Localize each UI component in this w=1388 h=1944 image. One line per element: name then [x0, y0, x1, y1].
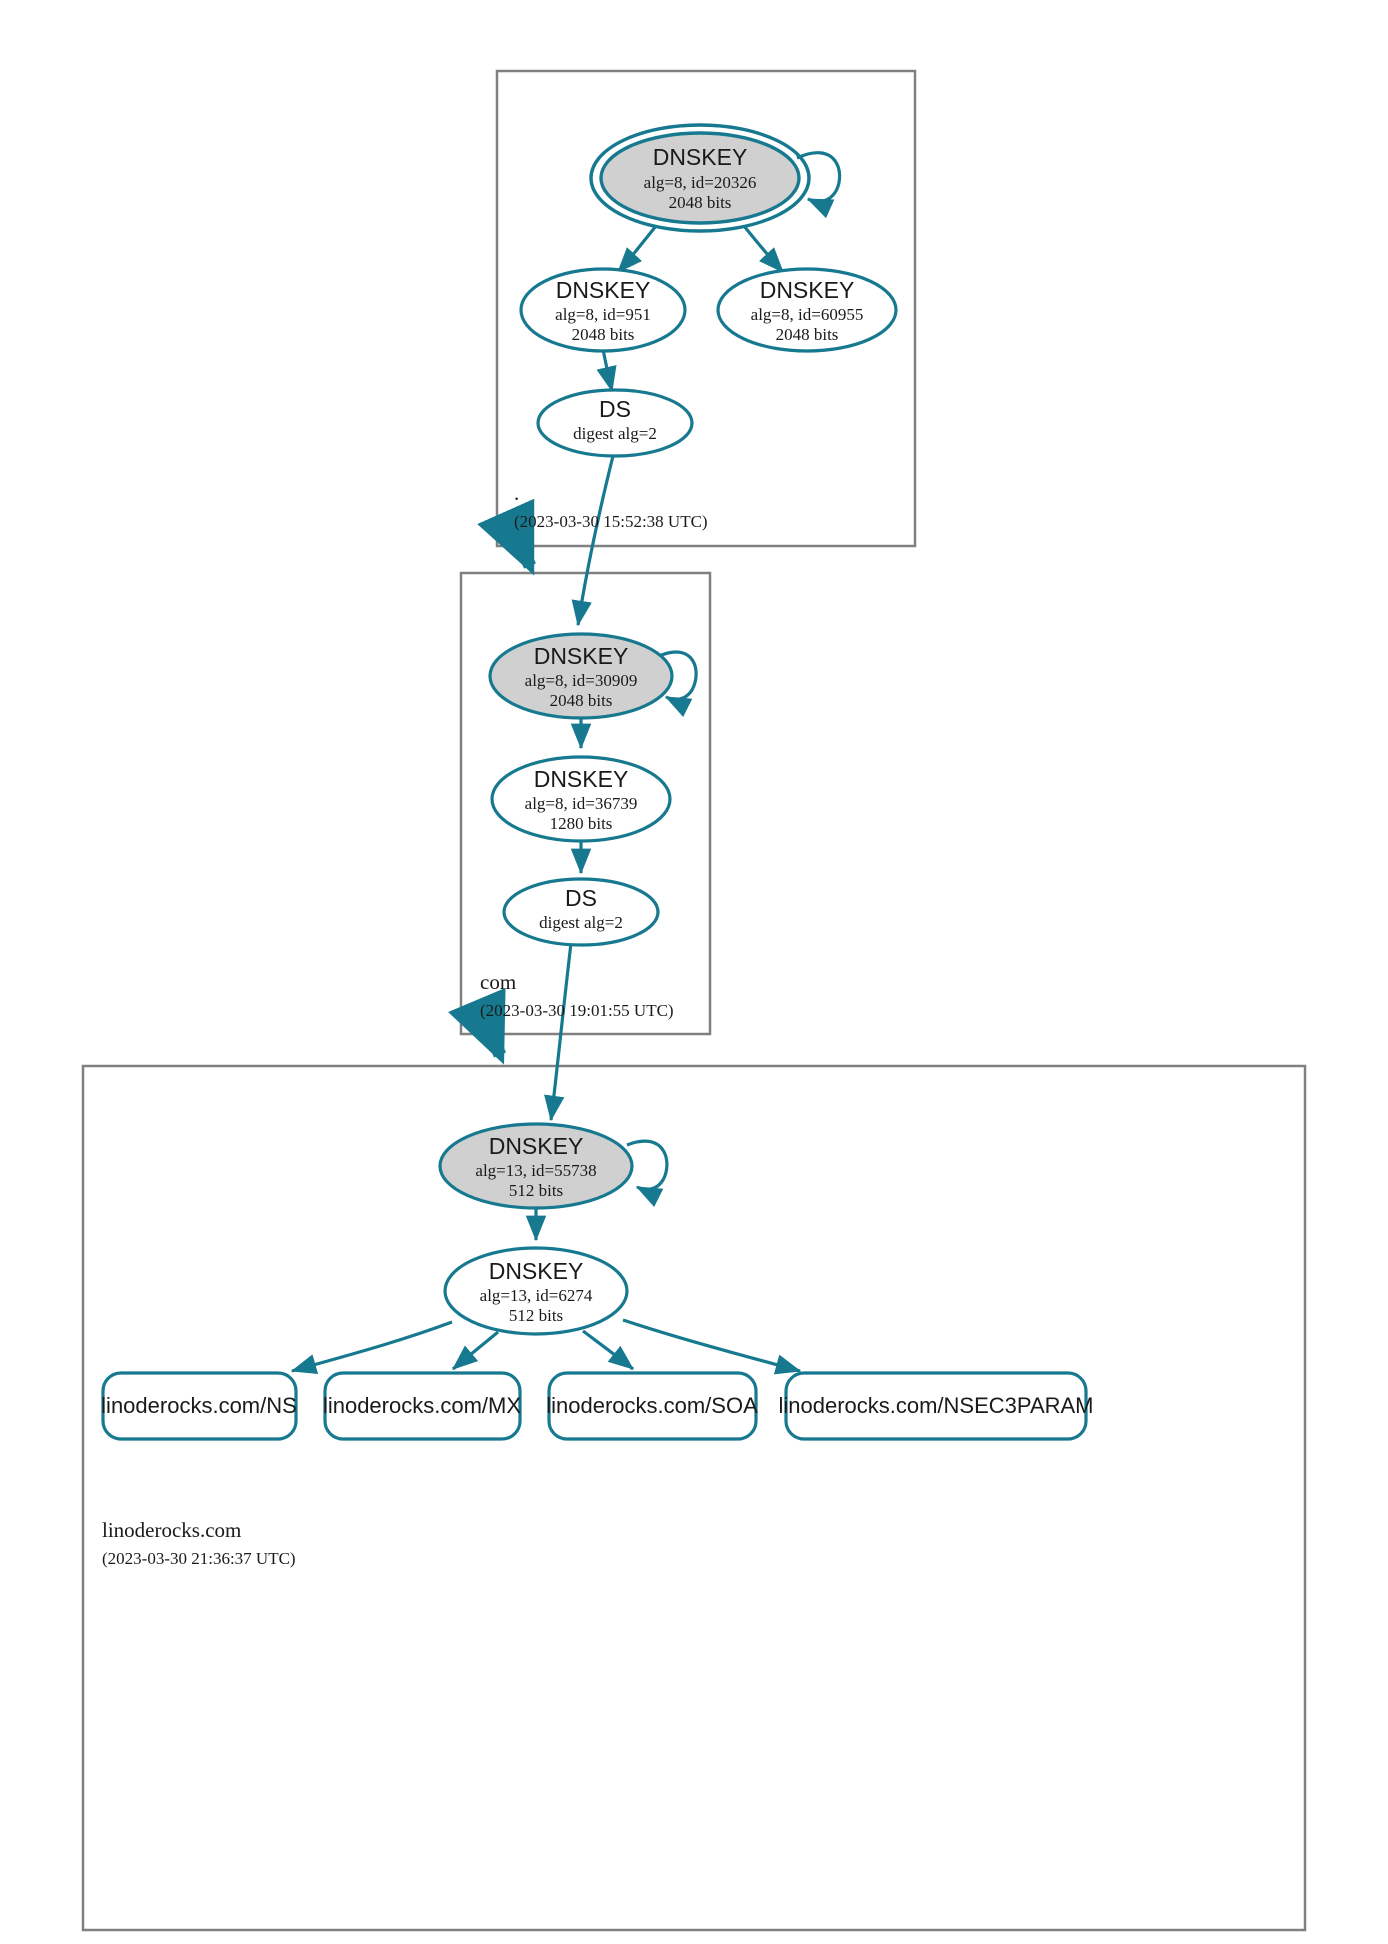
zone-label-com: com — [480, 970, 516, 994]
rrset-shape — [784, 1371, 1088, 1441]
rrset-ns[interactable]: linoderocks.com/NS — [101, 1371, 298, 1441]
node-shape — [502, 877, 660, 947]
rrset-nsec3param[interactable]: linoderocks.com/NSEC3PARAM — [778, 1371, 1094, 1441]
delegation-arrow-com-to-linoderocks — [448, 987, 506, 1065]
node-shape — [519, 267, 687, 353]
rrset-label: linoderocks.com/NSEC3PARAM — [778, 1393, 1093, 1418]
rrset-shape — [547, 1371, 758, 1441]
zone-timestamp-root: (2023-03-30 15:52:38 UTC) — [514, 512, 708, 531]
node-title: DNSKEY — [534, 766, 629, 792]
node-title: DNSKEY — [760, 277, 855, 303]
node-title: DNSKEY — [556, 277, 651, 303]
node-title: DNSKEY — [653, 144, 748, 170]
node-params: alg=8, id=951 — [555, 305, 651, 324]
node-params: digest alg=2 — [539, 913, 623, 932]
self-loop-com-ksk — [658, 650, 698, 718]
node-params: alg=8, id=60955 — [751, 305, 864, 324]
node-com-zsk[interactable]: DNSKEY alg=8, id=36739 1280 bits — [490, 755, 672, 843]
node-title: DS — [565, 885, 597, 911]
node-params: alg=8, id=20326 — [644, 173, 757, 192]
edge-com-ds-to-linoderocks-ksk — [544, 942, 573, 1122]
edge-root-951-to-ds — [596, 348, 617, 393]
edge-lr-zsk-to-mx — [451, 1330, 500, 1371]
edge-lr-zsk-to-soa — [582, 1329, 634, 1371]
zone-label-linoderocks: linoderocks.com — [102, 1518, 241, 1542]
rrset-label: linoderocks.com/NS — [101, 1393, 297, 1418]
rrset-soa[interactable]: linoderocks.com/SOA — [546, 1371, 758, 1441]
node-title: DNSKEY — [489, 1133, 584, 1159]
edge-root-ksk-to-60955 — [742, 224, 785, 274]
self-loop-root-ksk — [796, 151, 842, 219]
self-loop-linoderocks-ksk — [626, 1139, 669, 1208]
rrset-label: linoderocks.com/SOA — [546, 1393, 758, 1418]
node-size: 512 bits — [509, 1306, 563, 1325]
edge-lr-zsk-to-ns — [290, 1320, 453, 1375]
node-size: 2048 bits — [669, 193, 732, 212]
node-size: 512 bits — [509, 1181, 563, 1200]
node-com-ds[interactable]: DS digest alg=2 — [502, 877, 660, 947]
node-root-ksk[interactable]: DNSKEY alg=8, id=20326 2048 bits — [599, 131, 801, 225]
node-com-ksk[interactable]: DNSKEY alg=8, id=30909 2048 bits — [488, 632, 674, 720]
trust-anchor-ring — [589, 123, 811, 233]
node-size: 2048 bits — [776, 325, 839, 344]
node-size: 1280 bits — [550, 814, 613, 833]
node-title: DNSKEY — [534, 643, 629, 669]
node-root-ds[interactable]: DS digest alg=2 — [536, 388, 694, 458]
node-linoderocks-ksk[interactable]: DNSKEY alg=13, id=55738 512 bits — [438, 1122, 634, 1210]
edge-root-ds-to-com-ksk — [571, 451, 616, 627]
zone-label-root: . — [514, 481, 519, 505]
rrset-shape — [323, 1371, 522, 1441]
node-size: 2048 bits — [572, 325, 635, 344]
node-shape — [438, 1122, 634, 1210]
node-shape — [716, 267, 898, 353]
node-size: 2048 bits — [550, 691, 613, 710]
node-params: alg=8, id=30909 — [525, 671, 638, 690]
node-shape — [599, 131, 801, 225]
node-shape — [536, 388, 694, 458]
node-shape — [488, 632, 674, 720]
node-title: DNSKEY — [489, 1258, 584, 1284]
node-shape — [443, 1246, 629, 1336]
node-params: alg=13, id=55738 — [475, 1161, 596, 1180]
zone-timestamp-linoderocks: (2023-03-30 21:36:37 UTC) — [102, 1549, 296, 1568]
rrset-label: linoderocks.com/MX — [323, 1393, 521, 1418]
node-title: DS — [599, 396, 631, 422]
node-root-zsk-60955[interactable]: DNSKEY alg=8, id=60955 2048 bits — [716, 267, 898, 353]
rrset-mx[interactable]: linoderocks.com/MX — [323, 1371, 522, 1441]
node-params: alg=13, id=6274 — [480, 1286, 593, 1305]
zone-timestamp-com: (2023-03-30 19:01:55 UTC) — [480, 1001, 674, 1020]
node-params: alg=8, id=36739 — [525, 794, 638, 813]
node-params: digest alg=2 — [573, 424, 657, 443]
rrset-shape — [101, 1371, 298, 1441]
delegation-arrow-root-to-com — [477, 498, 536, 576]
node-root-zsk-951[interactable]: DNSKEY alg=8, id=951 2048 bits — [519, 267, 687, 353]
edge-lr-zsk-to-nsec3param — [622, 1318, 802, 1375]
node-shape — [490, 755, 672, 843]
zone-box-linoderocks — [81, 1064, 1307, 1932]
node-linoderocks-zsk[interactable]: DNSKEY alg=13, id=6274 512 bits — [443, 1246, 629, 1336]
